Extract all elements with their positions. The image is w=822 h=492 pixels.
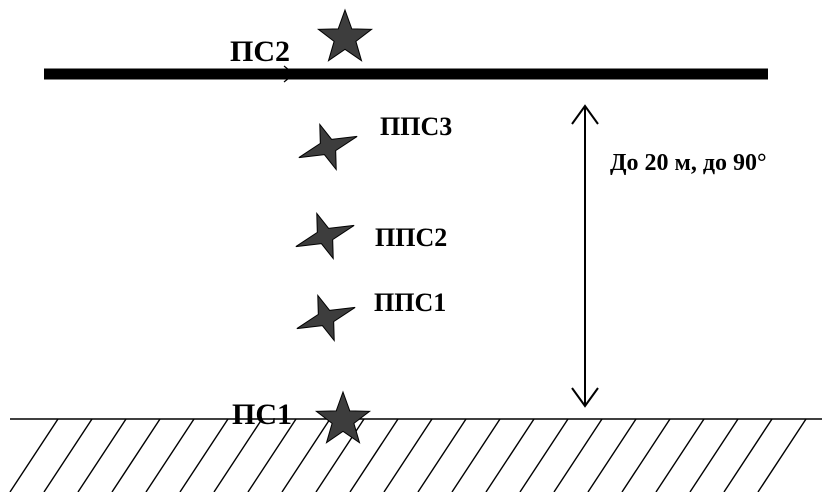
label-pps1: ППС1 [374,288,446,317]
pps2-star-icon [295,211,355,261]
hatch-stroke [77,418,127,492]
pps1-star-icon [296,293,356,343]
hatch-stroke [383,418,433,492]
hatch-stroke [485,418,535,492]
pps3-star-icon [298,122,358,172]
ps1-star-icon [314,390,372,444]
hatch-stroke [145,418,195,492]
label-pps3: ППС3 [380,112,452,141]
hatch-stroke [757,418,807,492]
hatch-stroke [179,418,229,492]
label-dimension: До 20 м, до 90° [610,150,767,176]
hatch-stroke [417,418,467,492]
hatch-stroke [349,418,399,492]
hatch-stroke [723,418,773,492]
hatch-stroke [519,418,569,492]
ground-hatching [9,418,807,492]
ps2-star-icon [316,8,374,62]
hatch-stroke [451,418,501,492]
dimension-arrow [571,104,599,408]
label-ps2: ПС2 [230,35,290,68]
hatch-stroke [213,418,263,492]
hatch-stroke [689,418,739,492]
hatch-stroke [553,418,603,492]
hatch-stroke [281,418,331,492]
hatch-stroke [655,418,705,492]
hatch-stroke [9,418,59,492]
label-pps2: ППС2 [375,223,447,252]
upper-line-tick [283,65,295,83]
hatch-stroke [111,418,161,492]
hatch-stroke [587,418,637,492]
hatch-stroke [247,418,297,492]
label-ps1: ПС1 [232,398,292,431]
hatch-stroke [621,418,671,492]
hatch-stroke [43,418,93,492]
